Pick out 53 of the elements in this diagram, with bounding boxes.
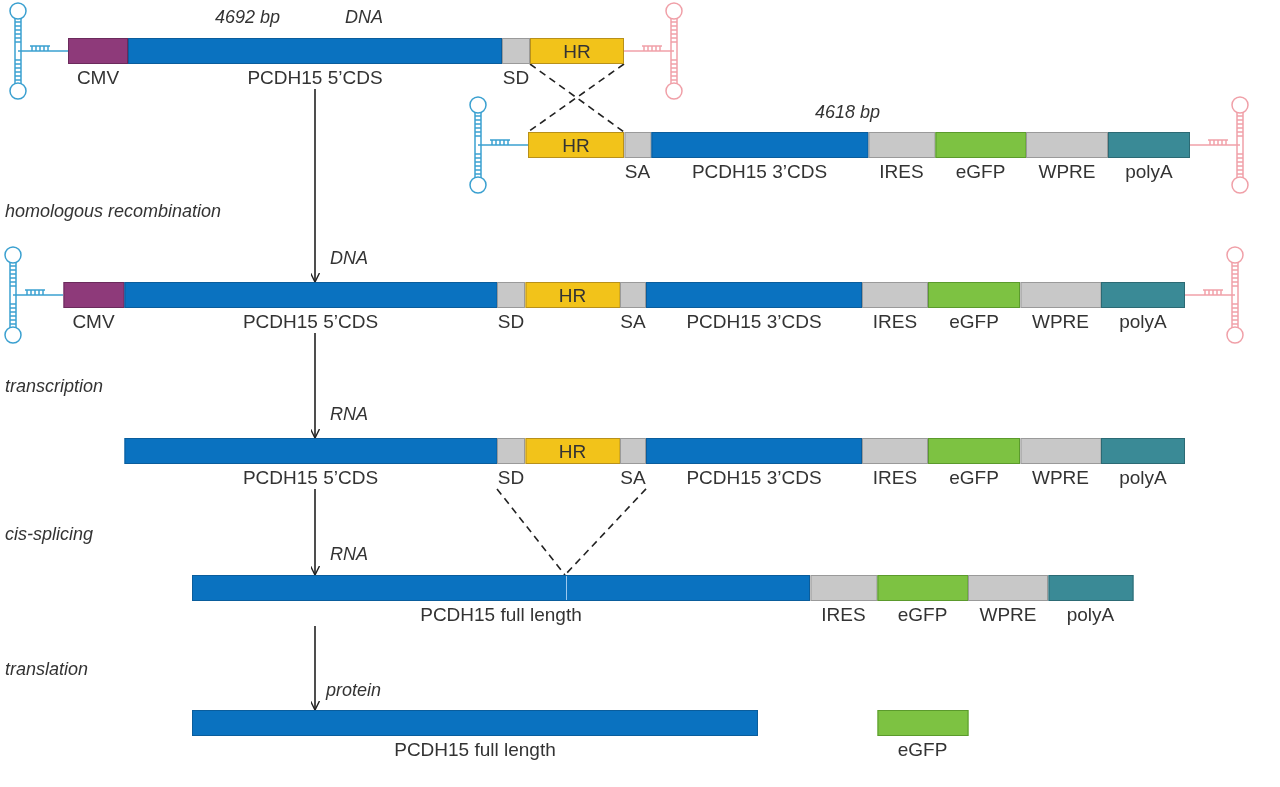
segment-label: HR bbox=[558, 285, 587, 305]
arrow bbox=[309, 332, 321, 439]
annotation-label: RNA bbox=[330, 545, 368, 565]
arrow bbox=[309, 488, 321, 576]
segment-label: SD bbox=[497, 468, 525, 489]
annotation-label: 4618 bp bbox=[815, 103, 881, 123]
annotation-label: RNA bbox=[330, 405, 368, 425]
segment-label: IRES bbox=[879, 162, 924, 183]
segment-label: eGFP bbox=[897, 740, 948, 761]
segment-label: eGFP bbox=[897, 605, 948, 626]
segment-label: WPRE bbox=[1038, 162, 1096, 183]
segment-label: SA bbox=[620, 312, 646, 333]
segment-label: SD bbox=[502, 68, 530, 89]
segment-label: PCDH15 3’CDS bbox=[691, 162, 828, 183]
segment-label: HR bbox=[562, 135, 590, 155]
segment-label: PCDH15 full length bbox=[394, 740, 556, 761]
annotation-label: DNA bbox=[330, 249, 368, 269]
dashed-line bbox=[496, 488, 566, 576]
annotation-label: cis-splicing bbox=[5, 525, 94, 545]
segment-label: PCDH15 5’CDS bbox=[242, 468, 379, 489]
segment-label: CMV bbox=[72, 312, 115, 333]
dashed-line bbox=[564, 488, 647, 576]
annotation-label: transcription bbox=[5, 377, 104, 397]
segment-label: PCDH15 5’CDS bbox=[242, 312, 379, 333]
segment-label: HR bbox=[558, 441, 587, 461]
segment-label: CMV bbox=[76, 68, 120, 89]
annotation-label: homologous recombination bbox=[5, 202, 222, 222]
segment-label: WPRE bbox=[1032, 312, 1089, 333]
segment-label: polyA bbox=[1119, 312, 1167, 333]
segment-label: SA bbox=[620, 468, 646, 489]
segment-label: SA bbox=[624, 162, 651, 183]
segment-label: eGFP bbox=[949, 468, 999, 489]
segment-label: IRES bbox=[872, 468, 918, 489]
segment-label: IRES bbox=[872, 312, 918, 333]
segment-label: polyA bbox=[1119, 468, 1167, 489]
segment-label: polyA bbox=[1066, 605, 1115, 626]
annotation-label: translation bbox=[5, 660, 89, 680]
segment-label: PCDH15 3’CDS bbox=[686, 468, 822, 489]
segment-label: eGFP bbox=[955, 162, 1006, 183]
segment-label: polyA bbox=[1125, 162, 1173, 183]
segment-label: eGFP bbox=[949, 312, 999, 333]
segment-label: HR bbox=[563, 41, 591, 61]
arrow bbox=[309, 88, 321, 283]
segment-label: SD bbox=[497, 312, 525, 333]
segment-label: WPRE bbox=[1032, 468, 1089, 489]
segment-label: PCDH15 3’CDS bbox=[686, 312, 822, 333]
segment-label: IRES bbox=[821, 605, 866, 626]
annotation-label: protein bbox=[326, 681, 382, 701]
arrow bbox=[309, 625, 321, 711]
segment-label: WPRE bbox=[979, 605, 1037, 626]
segment-label: PCDH15 5’CDS bbox=[247, 68, 383, 89]
segment-label: PCDH15 full length bbox=[420, 605, 582, 626]
annotation-label: DNA bbox=[345, 8, 383, 28]
